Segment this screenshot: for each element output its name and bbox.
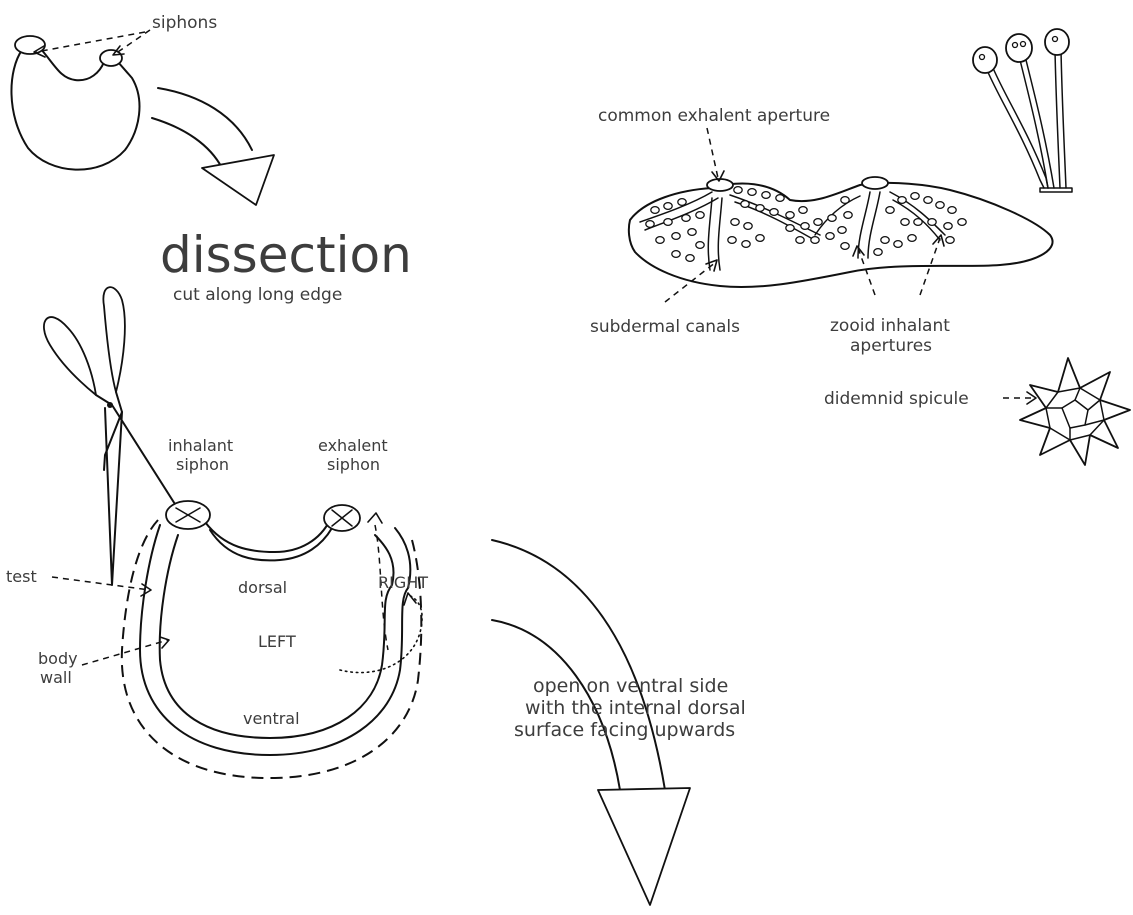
zooid-aperture: [914, 219, 922, 226]
zooid-aperture: [936, 202, 944, 209]
zooid-aperture: [770, 209, 778, 216]
body-wall-label-2: wall: [40, 668, 72, 687]
zooid-aperture: [844, 212, 852, 219]
zooid-aperture: [924, 197, 932, 204]
zooid-aperture: [696, 212, 704, 219]
zooid-aperture: [756, 205, 764, 212]
zooid-aperture: [826, 233, 834, 240]
zooid-aperture: [744, 223, 752, 230]
zooid-aperture: [672, 233, 680, 240]
didemnid-spicule-drawing: [1020, 358, 1130, 465]
zooid-aperture: [678, 199, 686, 206]
zooid-aperture: [728, 237, 736, 244]
zooid-aperture: [958, 219, 966, 226]
zooid-aperture: [928, 219, 936, 226]
scissors-drawing: [44, 287, 180, 585]
zooid-aperture: [894, 241, 902, 248]
page-title: dissection: [160, 226, 412, 284]
zooid-aperture: [814, 219, 822, 226]
siphons-pointer: [34, 30, 150, 57]
zooid-aperture: [786, 212, 794, 219]
zooid-aperture: [841, 197, 849, 204]
body-wall-pointer: [82, 637, 169, 665]
body-wall-label-1: body: [38, 649, 78, 668]
zooid-aperture: [874, 249, 882, 256]
zooid-aperture: [748, 189, 756, 196]
zooid-aperture: [734, 187, 742, 194]
open-instruction-line-1: open on ventral side: [533, 675, 728, 697]
right-label: RIGHT: [378, 573, 428, 592]
zooid-aperture: [762, 192, 770, 199]
dorsal-label: dorsal: [238, 578, 287, 597]
open-instruction-line-2: with the internal dorsal: [525, 697, 746, 719]
ventral-label: ventral: [243, 709, 300, 728]
zooid-aperture: [786, 225, 794, 232]
common-exhalent-aperture-label: common exhalent aperture: [598, 106, 830, 126]
zooid-inhalant-label-2: apertures: [850, 336, 932, 356]
zooid-aperture: [776, 195, 784, 202]
left-label: LEFT: [258, 632, 296, 651]
zooid-aperture: [731, 219, 739, 226]
zooid-aperture: [811, 237, 819, 244]
zooid-aperture: [944, 223, 952, 230]
exhalent-siphon-label-1: exhalent: [318, 436, 388, 455]
curved-arrow-top: [152, 88, 274, 205]
zooid-aperture: [664, 219, 672, 226]
zooid-aperture: [801, 223, 809, 230]
zooid-aperture: [651, 207, 659, 214]
zooid-aperture: [656, 237, 664, 244]
exhalent-siphon-label-2: siphon: [327, 455, 380, 474]
zooid-aperture: [672, 251, 680, 258]
zooid-aperture: [828, 215, 836, 222]
zooid-aperture: [898, 197, 906, 204]
zooid-aperture: [948, 207, 956, 214]
zooid-aperture: [901, 219, 909, 226]
small-ascidian-drawing: [11, 36, 139, 170]
zooid-aperture: [646, 221, 654, 228]
zooid-aperture: [688, 229, 696, 236]
zooid-aperture: [682, 215, 690, 222]
didemnid-spicule-label: didemnid spicule: [824, 389, 969, 409]
test-label: test: [6, 567, 37, 586]
zooid-aperture: [741, 201, 749, 208]
inhalant-siphon-label-1: inhalant: [168, 436, 233, 455]
zooid-inhalant-label-1: zooid inhalant: [830, 316, 950, 336]
zooid-apertures: [646, 187, 966, 262]
inhalant-siphon-label-2: siphon: [176, 455, 229, 474]
zooid-aperture: [686, 255, 694, 262]
siphons-label: siphons: [152, 13, 217, 33]
zooid-aperture: [908, 235, 916, 242]
zooid-aperture: [742, 241, 750, 248]
zooid-aperture: [696, 242, 704, 249]
zooid-aperture: [886, 207, 894, 214]
zooid-aperture: [841, 243, 849, 250]
zooid-aperture: [796, 237, 804, 244]
zooid-aperture: [838, 227, 846, 234]
subdermal-canals-label: subdermal canals: [590, 317, 740, 337]
zooid-aperture: [881, 237, 889, 244]
zooid-aperture: [911, 193, 919, 200]
subtitle: cut along long edge: [173, 285, 342, 305]
zooid-aperture: [799, 207, 807, 214]
zooid-aperture: [946, 237, 954, 244]
zooid-aperture: [756, 235, 764, 242]
test-pointer: [52, 577, 151, 596]
stalked-ascidians-drawing: [973, 29, 1072, 192]
zooid-aperture: [664, 203, 672, 210]
open-instruction-line-3: surface facing upwards: [514, 719, 735, 741]
